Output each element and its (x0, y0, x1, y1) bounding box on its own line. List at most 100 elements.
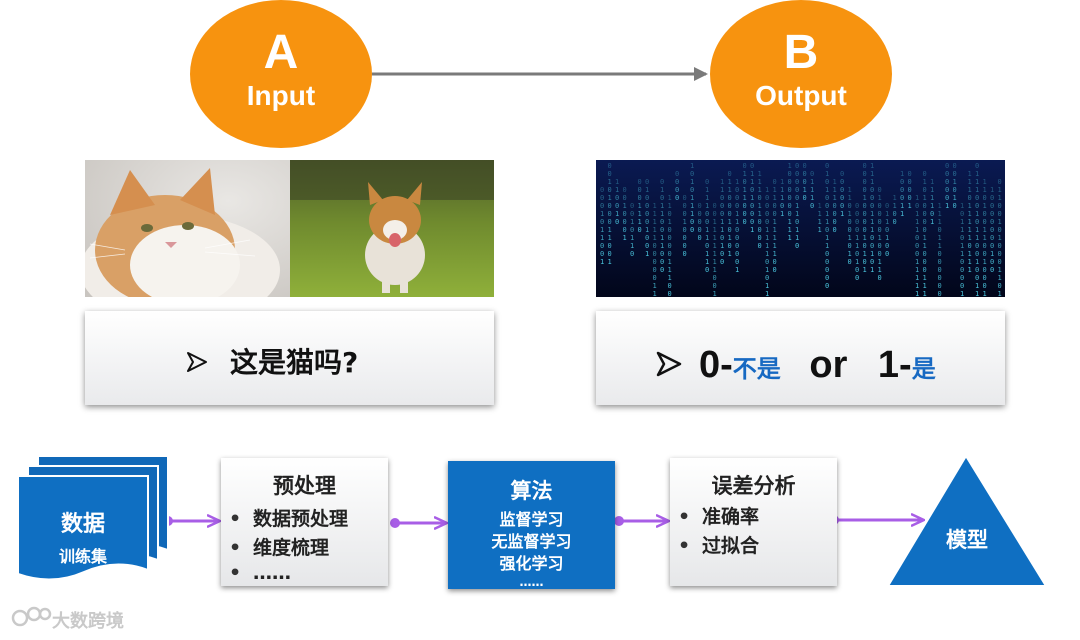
svg-text:0: 0 (840, 170, 844, 178)
svg-text:1: 1 (833, 194, 837, 202)
svg-text:0: 0 (960, 282, 964, 290)
svg-text:1: 1 (728, 186, 732, 194)
svg-text:0: 0 (893, 210, 897, 218)
svg-text:1: 1 (810, 186, 814, 194)
svg-text:0: 0 (788, 170, 792, 178)
algorithm-item: …… (519, 575, 544, 589)
svg-text:1: 1 (818, 210, 822, 218)
svg-text:0: 0 (743, 202, 747, 210)
svg-text:0: 0 (788, 210, 792, 218)
svg-text:0: 0 (870, 194, 874, 202)
svg-text:1: 1 (735, 210, 739, 218)
svg-text:1: 1 (750, 178, 754, 186)
svg-text:0: 0 (600, 186, 604, 194)
svg-text:1: 1 (765, 290, 769, 297)
svg-text:0: 0 (645, 202, 649, 210)
output-letter: B (783, 26, 819, 79)
svg-text:1: 1 (788, 218, 792, 226)
svg-text:0: 0 (698, 202, 702, 210)
svg-text:0: 0 (870, 186, 874, 194)
svg-text:0: 0 (908, 186, 912, 194)
svg-text:0: 0 (825, 274, 829, 282)
svg-text:0: 0 (983, 194, 987, 202)
svg-text:1: 1 (923, 194, 927, 202)
svg-text:1: 1 (990, 250, 994, 258)
svg-text:0: 0 (728, 202, 732, 210)
svg-text:1: 1 (998, 218, 1002, 226)
svg-text:1: 1 (773, 194, 777, 202)
svg-text:1: 1 (885, 234, 889, 242)
svg-text:1: 1 (968, 234, 972, 242)
svg-text:0: 0 (998, 258, 1002, 266)
svg-text:1: 1 (998, 290, 1002, 297)
svg-text:1: 1 (668, 266, 672, 274)
arrowhead-bullet-icon (187, 352, 207, 372)
svg-text:0: 0 (645, 234, 649, 242)
svg-text:0: 0 (855, 226, 859, 234)
preprocessing-item: •数据预处理 (229, 508, 349, 530)
svg-text:0: 0 (645, 178, 649, 186)
svg-text:0: 0 (975, 274, 979, 282)
svg-text:0: 0 (765, 210, 769, 218)
arrowhead-bullet-icon (656, 351, 682, 377)
svg-text:0: 0 (615, 194, 619, 202)
svg-text:1: 1 (750, 226, 754, 234)
svg-text:1: 1 (765, 234, 769, 242)
svg-text:1: 1 (960, 250, 964, 258)
svg-text:1: 1 (773, 250, 777, 258)
svg-text:1: 1 (608, 178, 612, 186)
svg-text:0: 0 (878, 218, 882, 226)
svg-text:1: 1 (765, 250, 769, 258)
svg-text:0: 0 (998, 250, 1002, 258)
svg-text:1: 1 (968, 258, 972, 266)
svg-text:0: 0 (735, 186, 739, 194)
svg-text:0: 0 (765, 218, 769, 226)
svg-text:1: 1 (870, 250, 874, 258)
svg-text:1: 1 (878, 194, 882, 202)
svg-text:0: 0 (998, 210, 1002, 218)
svg-text:1: 1 (870, 218, 874, 226)
svg-text:0: 0 (863, 170, 867, 178)
svg-text:0: 0 (795, 178, 799, 186)
svg-text:0: 0 (698, 234, 702, 242)
svg-text:0: 0 (743, 178, 747, 186)
svg-text:0: 0 (728, 170, 732, 178)
svg-text:1: 1 (870, 178, 874, 186)
svg-text:0: 0 (638, 178, 642, 186)
svg-text:0: 0 (855, 250, 859, 258)
algorithm-item: 监督学习 (499, 510, 564, 529)
svg-text:0: 0 (788, 202, 792, 210)
svg-text:0: 0 (795, 170, 799, 178)
svg-text:0: 0 (938, 290, 942, 297)
svg-text:0: 0 (953, 202, 957, 210)
svg-text:0: 0 (743, 210, 747, 218)
svg-text:0: 0 (923, 170, 927, 178)
svg-text:0: 0 (803, 162, 807, 170)
svg-text:0: 0 (713, 274, 717, 282)
svg-text:1: 1 (923, 282, 927, 290)
svg-text:0: 0 (653, 250, 657, 258)
answer-or: or (809, 344, 848, 386)
svg-text:1: 1 (915, 258, 919, 266)
svg-text:1: 1 (705, 258, 709, 266)
model-label: 模型 (946, 528, 988, 552)
svg-text:1: 1 (608, 234, 612, 242)
svg-text:0: 0 (975, 242, 979, 250)
algorithm-box: 算法 监督学习 无监督学习 强化学习 …… (448, 461, 615, 589)
svg-text:0: 0 (743, 218, 747, 226)
svg-text:1: 1 (668, 258, 672, 266)
svg-text:1: 1 (743, 186, 747, 194)
svg-text:0: 0 (915, 250, 919, 258)
input-letter: A (263, 26, 299, 79)
svg-text:1: 1 (713, 234, 717, 242)
svg-text:1: 1 (735, 178, 739, 186)
svg-text:1: 1 (923, 290, 927, 297)
svg-text:1: 1 (825, 234, 829, 242)
svg-text:1: 1 (660, 242, 664, 250)
svg-text:0: 0 (975, 194, 979, 202)
svg-text:0: 0 (923, 202, 927, 210)
svg-text:0: 0 (885, 250, 889, 258)
svg-text:1: 1 (915, 290, 919, 297)
svg-text:1: 1 (878, 258, 882, 266)
svg-text:0: 0 (773, 210, 777, 218)
